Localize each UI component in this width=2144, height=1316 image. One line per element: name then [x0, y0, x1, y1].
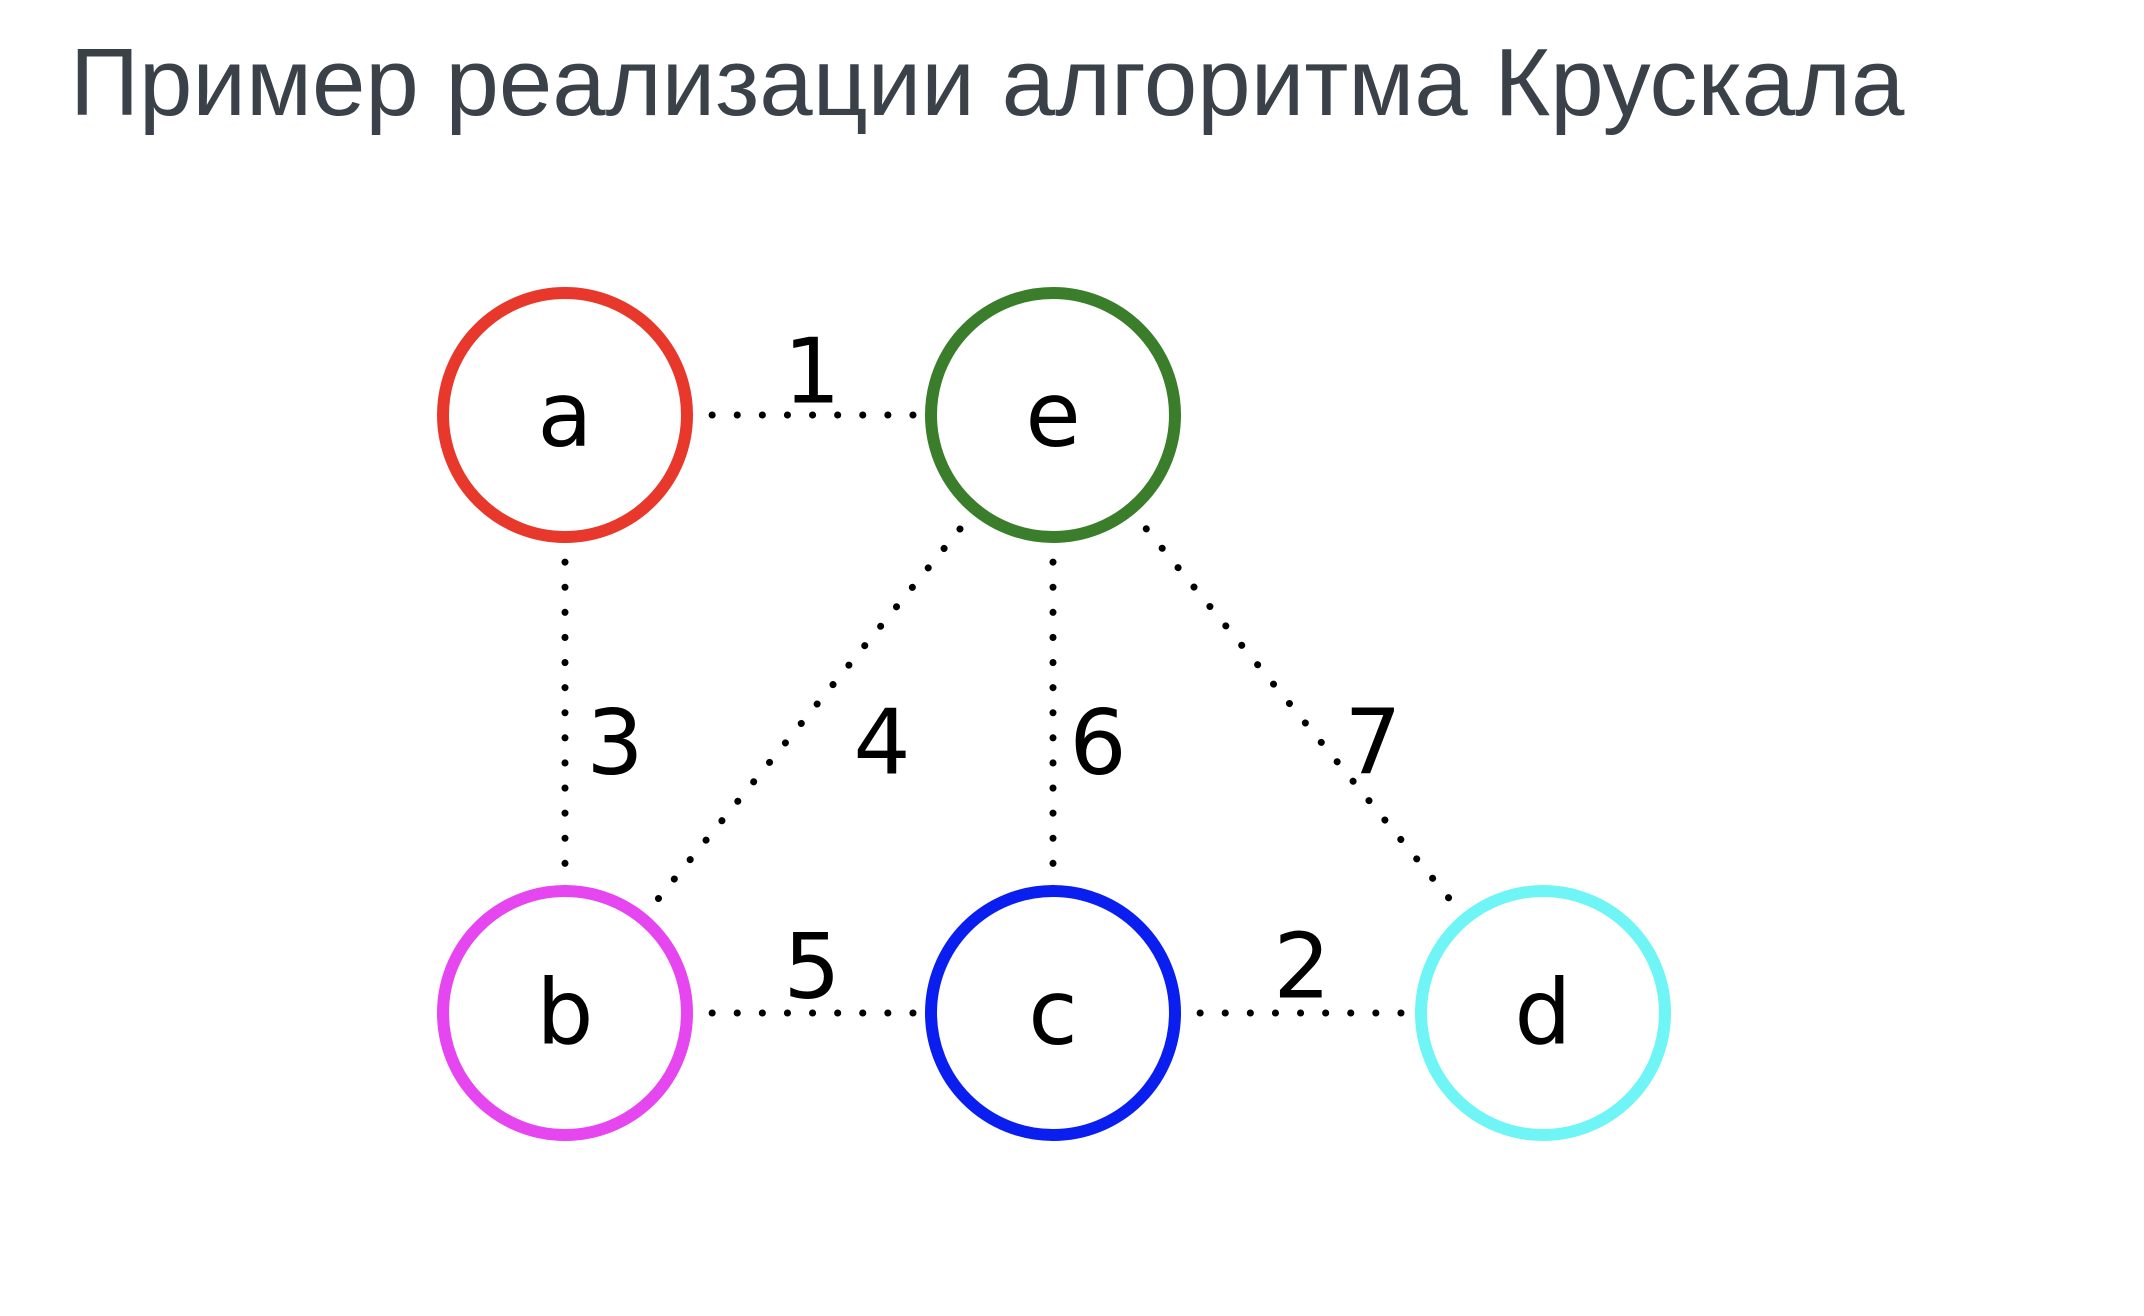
- node-label-c: c: [1028, 961, 1077, 1066]
- edge-e-d: [1126, 505, 1470, 923]
- edge-weight-a-e: 1: [783, 320, 840, 425]
- edge-weight-e-d: 7: [1344, 691, 1401, 796]
- node-circle-c: [925, 885, 1181, 1141]
- node-circle-e: [925, 287, 1181, 543]
- node-c: c: [925, 885, 1181, 1141]
- node-circle-b: [437, 885, 693, 1141]
- edge-weight-b-c: 5: [783, 915, 840, 1020]
- node-label-b: b: [536, 961, 593, 1066]
- slide-title: Пример реализации алгоритма Крускала: [70, 29, 1905, 136]
- node-e: e: [925, 287, 1181, 543]
- node-d: d: [1415, 885, 1671, 1141]
- node-label-a: a: [537, 363, 592, 468]
- nodes-layer: a e b c d: [437, 287, 1671, 1141]
- node-b: b: [437, 885, 693, 1141]
- node-circle-a: [437, 287, 693, 543]
- node-label-e: e: [1025, 363, 1080, 468]
- edge-weight-c-d: 2: [1273, 915, 1330, 1020]
- edge-weight-e-b: 4: [853, 691, 910, 796]
- node-a: a: [437, 287, 693, 543]
- node-label-d: d: [1514, 961, 1571, 1066]
- edges-layer: 1 2 3 4 5 6 7: [561, 320, 1470, 1020]
- edge-weight-e-c: 6: [1069, 691, 1126, 796]
- edge-weight-a-b: 3: [586, 691, 643, 796]
- node-circle-d: [1415, 885, 1671, 1141]
- edge-e-b: [638, 506, 980, 922]
